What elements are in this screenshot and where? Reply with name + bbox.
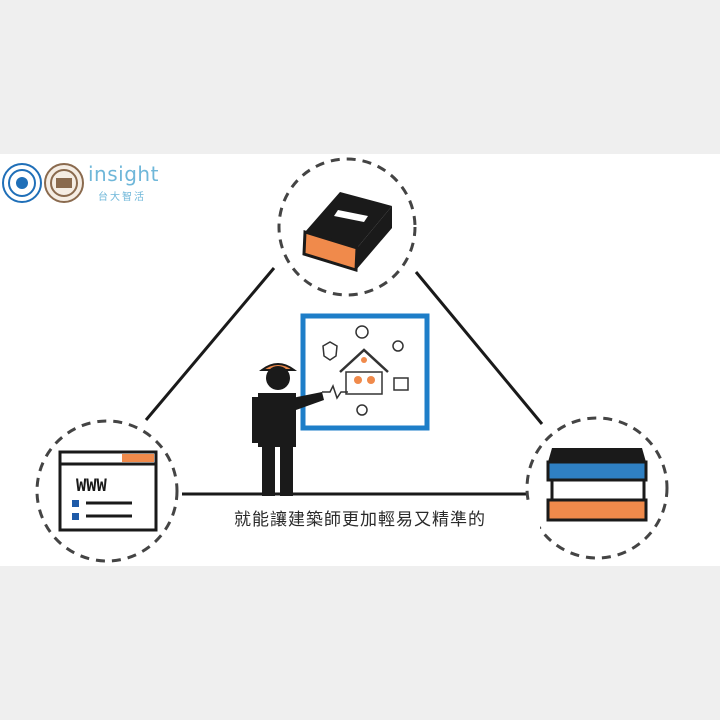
- book-stack-icon: [546, 448, 648, 522]
- university-seal-logo: [44, 163, 84, 203]
- logo-header: insight 台大智活: [0, 160, 160, 210]
- edge-book-to-stack: [414, 271, 544, 425]
- smart-home-panel: [300, 313, 430, 431]
- node-book-stack: [525, 416, 669, 560]
- brand-subtitle: 台大智活: [98, 192, 146, 203]
- caption-text: 就能讓建築師更加輕易又精準的: [180, 505, 540, 530]
- architect-presenting-icon: [252, 363, 324, 496]
- smart-home-elderly-care-icon: [322, 325, 409, 416]
- ministry-seal-logo: [2, 163, 42, 203]
- brand-name: insight: [88, 162, 159, 186]
- book-icon: [302, 192, 392, 273]
- node-website: WWW: [35, 419, 179, 563]
- edge-book-to-website: [144, 267, 276, 421]
- node-single-book: [277, 157, 417, 297]
- www-label: WWW: [76, 476, 107, 496]
- www-browser-icon: WWW: [58, 450, 158, 532]
